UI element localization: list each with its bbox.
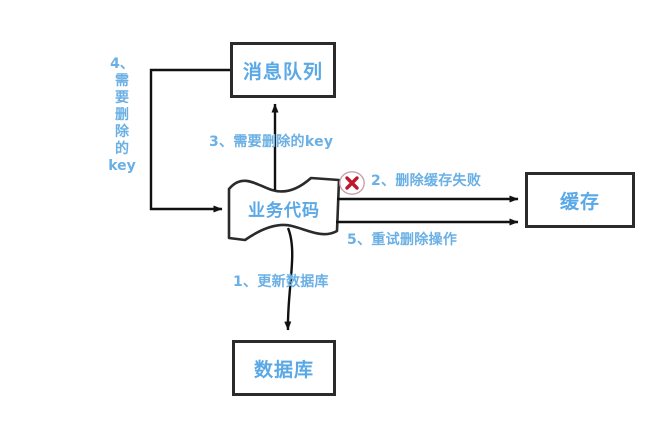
edge-label-4-char: 需	[115, 73, 129, 89]
edge-label-4-char: 4、	[110, 56, 134, 72]
node-database-label: 数据库	[253, 358, 314, 381]
edge-label-4-char: key	[108, 158, 136, 174]
edge-label-4-char: 除	[115, 124, 129, 140]
node-business-code-label: 业务代码	[248, 201, 320, 221]
edge-label-1: 1、更新数据库	[233, 274, 329, 290]
edge-label-4: 4、 需 要 删 除 的 key	[108, 56, 136, 175]
edge-label-4-char: 的	[115, 141, 129, 157]
edge-label-5: 5、重试删除操作	[347, 232, 458, 248]
edge-label-4-char: 要	[115, 90, 129, 106]
edge-4-line	[149, 68, 230, 213]
node-cache[interactable]: 缓存	[525, 172, 635, 228]
edge-1-line	[284, 227, 294, 331]
node-message-queue[interactable]: 消息队列	[230, 42, 336, 98]
node-cache-label: 缓存	[559, 190, 600, 213]
node-message-queue-label: 消息队列	[242, 60, 323, 83]
edge-label-2: 2、删除缓存失败	[371, 173, 482, 189]
edge-label-4-char: 删	[115, 107, 129, 123]
red-x-circle-icon	[339, 171, 365, 195]
node-database[interactable]: 数据库	[232, 340, 336, 396]
edge-label-3: 3、需要删除的key	[209, 134, 334, 150]
business-code-shape	[227, 176, 341, 242]
node-business-code[interactable]: 业务代码	[234, 196, 334, 221]
